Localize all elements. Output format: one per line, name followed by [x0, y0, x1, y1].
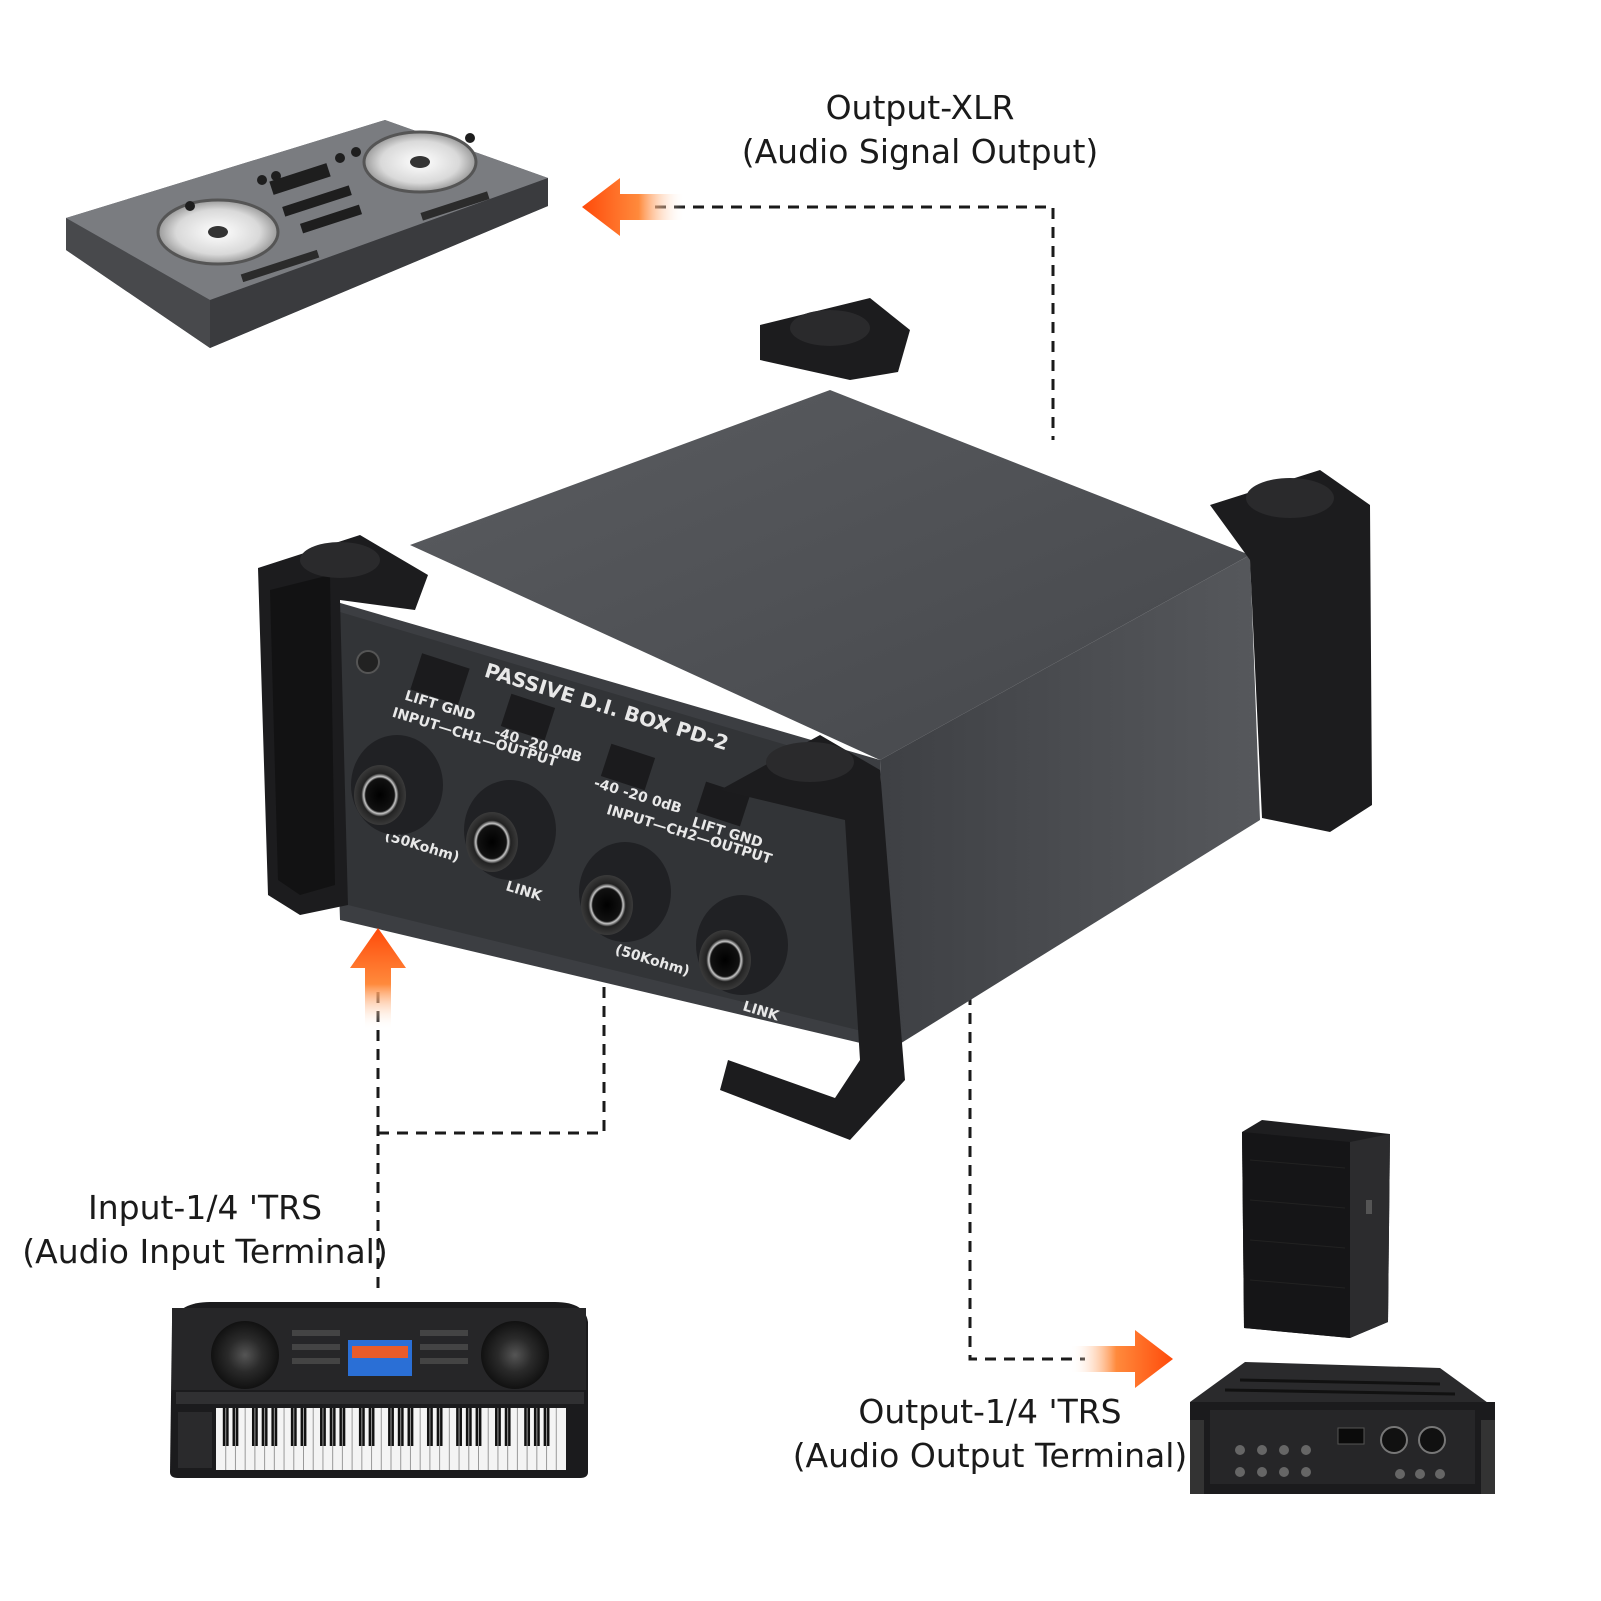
- input-trs-subtitle: (Audio Input Terminal): [22, 1232, 388, 1271]
- output-xlr-caption: Output-XLR (Audio Signal Output): [700, 86, 1140, 174]
- arrow-up-icon: [350, 928, 406, 1030]
- output-trs-caption: Output-1/4 'TRS (Audio Output Terminal): [770, 1390, 1210, 1478]
- output-xlr-title: Output-XLR: [825, 88, 1015, 127]
- output-trs-subtitle: (Audio Output Terminal): [792, 1436, 1188, 1475]
- arrow-right-icon: [1070, 1330, 1173, 1388]
- input-trs-caption: Input-1/4 'TRS (Audio Input Terminal): [0, 1186, 410, 1274]
- di-box-icon: PASSIVE D.I. BOX PD-2 LIFT GND INPUT—CH1…: [258, 298, 1372, 1140]
- dj-controller-icon: [66, 120, 548, 348]
- input-trs-title: Input-1/4 'TRS: [87, 1188, 323, 1227]
- amplifier-icon: [1190, 1362, 1495, 1494]
- speaker-icon: [1242, 1120, 1390, 1338]
- output-xlr-subtitle: (Audio Signal Output): [741, 132, 1099, 171]
- keyboard-icon: [170, 1302, 588, 1478]
- arrow-left-icon: [582, 178, 685, 236]
- output-trs-title: Output-1/4 'TRS: [858, 1392, 1122, 1431]
